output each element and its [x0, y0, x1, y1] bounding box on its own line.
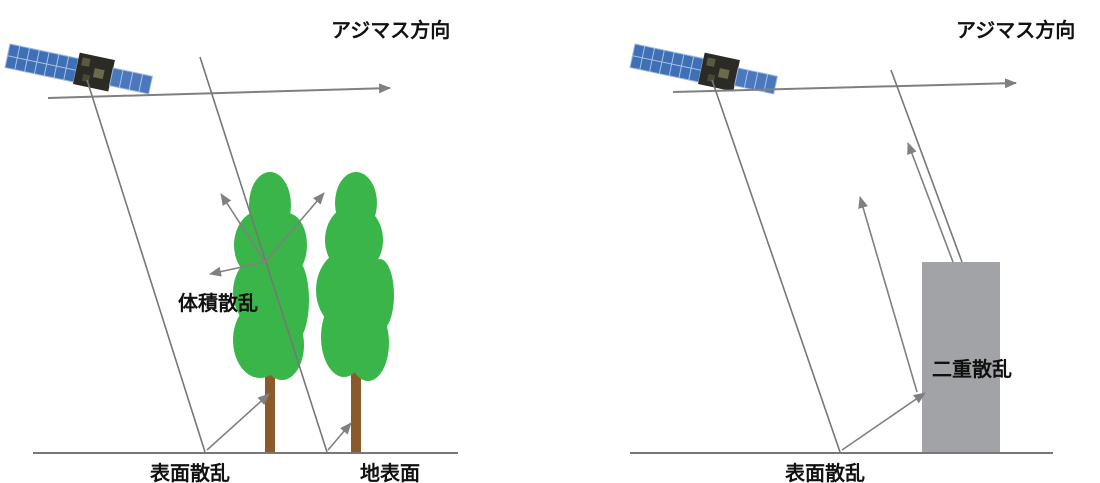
- incident-ray-1: [86, 79, 206, 453]
- incident-ray-1: [711, 79, 841, 453]
- azimuth-arrow: [47, 83, 391, 99]
- satellite-icon: [4, 37, 155, 101]
- incident-ray-2: [199, 56, 328, 453]
- azimuth-arrow: [672, 78, 1017, 93]
- double-scattering-label: 二重散乱: [932, 357, 1012, 381]
- top-return-arrow: [907, 142, 954, 263]
- left-panel: アジマス方向: [4, 18, 458, 483]
- double-bounce-arrow: [858, 196, 918, 393]
- ground-surface-label: 地表面: [360, 461, 420, 483]
- volume-scattering-label: 体積散乱: [178, 291, 258, 315]
- volume-arrow-up: [220, 193, 266, 263]
- surface-scattering-label-left: 表面散乱: [150, 461, 230, 483]
- surface-scattering-label-right: 表面散乱: [785, 461, 865, 483]
- ground-to-wall-arrow: [841, 392, 926, 451]
- azimuth-label: アジマス方向: [956, 18, 1075, 42]
- volume-arrow-left: [209, 261, 266, 277]
- incident-ray-2: [890, 69, 963, 263]
- tree-left: [233, 172, 309, 452]
- azimuth-label: アジマス方向: [331, 18, 450, 42]
- tree-right: [316, 172, 394, 452]
- surface-arrow-right: [327, 422, 352, 451]
- right-panel: アジマス方向 二重散乱 表面散乱: [629, 18, 1075, 483]
- building: [922, 262, 1000, 452]
- volume-arrow-upright: [264, 192, 325, 263]
- surface-arrow-left: [206, 393, 270, 451]
